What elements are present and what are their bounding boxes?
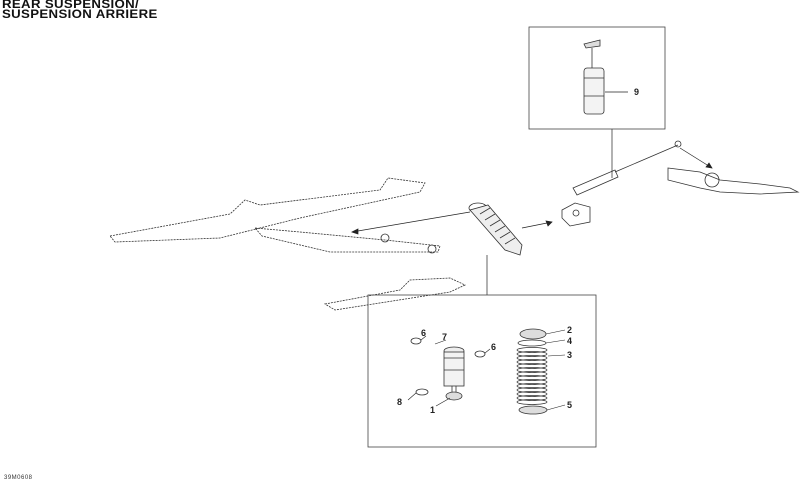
callout-1: 1 <box>430 405 435 415</box>
callout-9: 9 <box>634 87 639 97</box>
spring-coil <box>516 391 548 397</box>
damper-part-9[interactable]: 9 <box>583 39 639 115</box>
spring-coil <box>516 379 548 385</box>
spring-coil <box>516 399 548 405</box>
spring-coil <box>516 359 548 365</box>
callout-3: 3 <box>567 350 572 360</box>
callout-7: 7 <box>442 332 447 342</box>
slide-rail-left[interactable] <box>109 177 426 243</box>
diagram-title: REAR SUSPENSION/ SUSPENSION ARRIERE <box>2 0 158 21</box>
spring-parts[interactable] <box>516 328 548 415</box>
callout-2: 2 <box>567 325 572 335</box>
spring-coil <box>516 351 548 357</box>
center-shock[interactable] <box>572 140 682 196</box>
spring-coil <box>516 383 548 389</box>
front-shock[interactable] <box>667 167 800 195</box>
leader-lines <box>351 129 713 295</box>
drawing-code: 39M0608 <box>4 475 33 481</box>
inset-box-bottom <box>367 294 597 448</box>
rear-shock-spring[interactable] <box>468 202 523 256</box>
front-arm[interactable] <box>254 227 441 254</box>
callout-leaders <box>407 329 566 411</box>
shock-body[interactable] <box>410 337 486 401</box>
spring-coil <box>516 387 548 393</box>
spring-coil <box>516 367 548 373</box>
title-line-2: SUSPENSION ARRIERE <box>2 9 158 21</box>
inset-box-top <box>528 26 666 130</box>
callout-6b: 6 <box>491 342 496 352</box>
spring-coil <box>516 395 548 401</box>
title-line-1: REAR SUSPENSION/ <box>2 0 140 11</box>
spring-coil <box>516 347 548 353</box>
slide-rail-right[interactable] <box>323 277 466 311</box>
spring-coil <box>516 355 548 361</box>
callout-4: 4 <box>567 336 572 346</box>
spring-coil <box>516 371 548 377</box>
callout-8: 8 <box>397 397 402 407</box>
callout-5: 5 <box>567 400 572 410</box>
callout-6a: 6 <box>421 328 426 338</box>
spring-coil <box>516 375 548 381</box>
spring-coil <box>516 363 548 369</box>
shock-bracket[interactable] <box>561 202 591 227</box>
